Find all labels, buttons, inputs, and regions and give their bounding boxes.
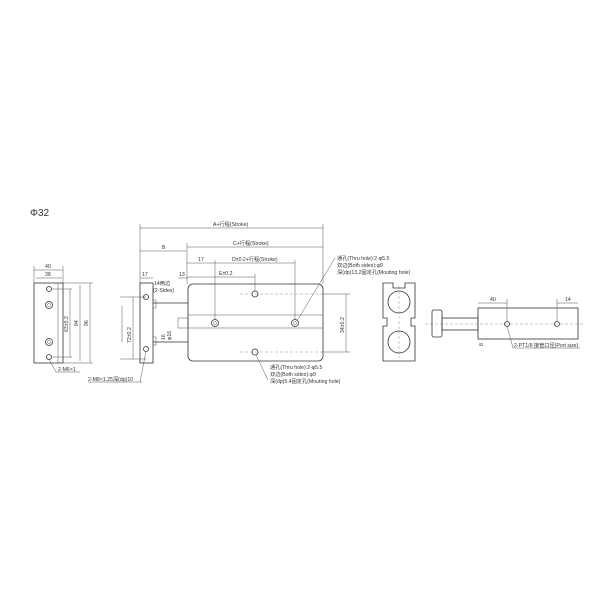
dim-b: B	[162, 245, 166, 251]
bore-title: Φ32	[30, 208, 50, 219]
dim-side-14: 14	[565, 297, 571, 303]
dim-72: 72±0.2	[127, 327, 133, 343]
front-view: A+行程(Stroke) B C+行程(Stroke) 17 D±0.2+行程(…	[88, 220, 411, 385]
note-bottom-2: 双边(Both sides):φ9	[270, 370, 316, 378]
note-14-sides: 14两边	[154, 279, 171, 287]
dim-c: C+行程(Stroke)	[233, 239, 269, 247]
dim-17: 17	[198, 257, 204, 263]
dim-phi16: φ16	[167, 331, 173, 340]
dim-plate-17: 17	[142, 272, 148, 278]
left-end-view: 40 38 63±0.2 94 96 2-M6×1	[33, 264, 93, 373]
dim-e: E±0.2	[219, 271, 233, 277]
note-top-3: 深(dp)13.2固定孔(Mouting hole)	[337, 268, 411, 276]
dim-d: D±0.2+行程(Stroke)	[232, 255, 278, 263]
note-top-2: 双边(Both sides):φ9	[337, 261, 383, 269]
dim-34: 34±0.2	[340, 317, 346, 333]
dim-96: 96	[84, 320, 90, 326]
note-top-1: 通孔(Thru hole):2-φ5.5	[337, 254, 389, 262]
note-bottom-1: 通孔(Thru hole):2-φ5.5	[270, 363, 322, 371]
thread-note: 2-M6×1	[58, 367, 76, 373]
note-2-sides: (2-Sides)	[153, 288, 174, 294]
note-m8-thread: 2-M8×1.25深(dp)10	[88, 375, 133, 383]
dim-94: 94	[74, 320, 80, 326]
note-bottom-3: 深(dp)5.4固定孔(Mouting hole)	[270, 377, 341, 385]
dim-13: 13	[179, 272, 185, 278]
dim-40: 40	[45, 264, 51, 270]
dim-a: A+行程(Stroke)	[213, 220, 249, 228]
dim-side-8: 8	[479, 343, 485, 346]
end-section-view	[382, 282, 416, 362]
dim-38: 38	[45, 272, 51, 278]
port-size-note: 2-PT1/8 接管口径(Port size)	[514, 341, 579, 349]
dim-side-40: 40	[490, 297, 496, 303]
dim-16: 16	[161, 334, 167, 340]
side-view: 40 14 8 2-PT1/8 接管口径(Port size)	[425, 297, 585, 349]
dim-63: 63±0.2	[64, 316, 70, 332]
